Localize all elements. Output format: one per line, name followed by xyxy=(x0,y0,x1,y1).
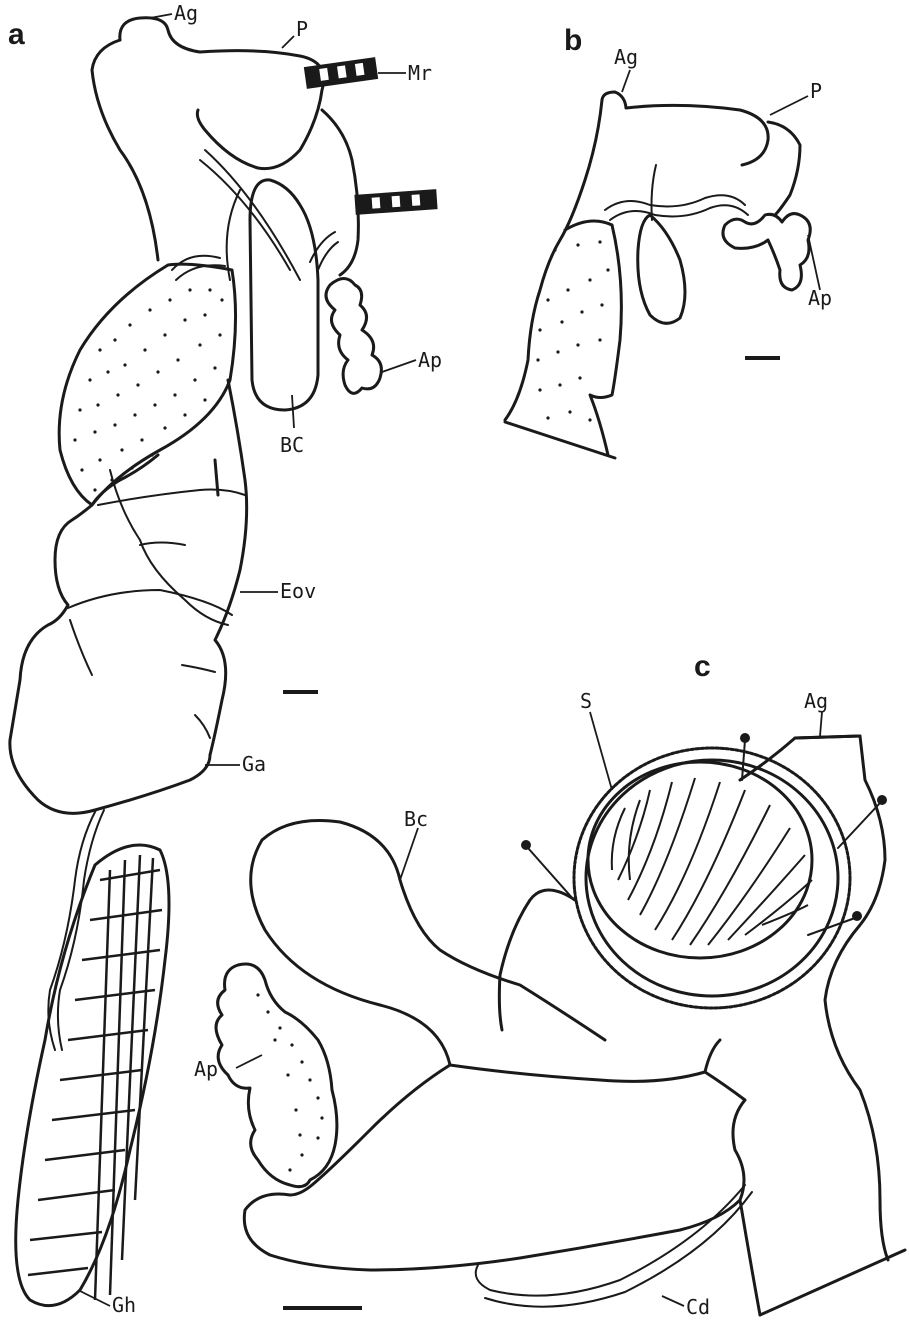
panel-letter-c: c xyxy=(694,650,711,683)
panel-a-leader-p xyxy=(282,36,294,48)
panel-c-base xyxy=(760,1250,905,1315)
panel-b-leader-ag xyxy=(622,70,630,92)
panel-c-leader-ag xyxy=(820,712,822,736)
panel-a-lobe-divider-2 xyxy=(68,590,232,615)
panel-c-leader-s xyxy=(590,712,612,790)
panel-a-label-gh: Gh xyxy=(112,1293,136,1317)
panel-c: c xyxy=(194,650,905,1319)
panel-letter-a: a xyxy=(8,18,25,51)
panel-c-leader-cd xyxy=(662,1296,684,1306)
panel-a-label-ag: Ag xyxy=(174,1,198,25)
panel-a-lobe-divider-5 xyxy=(70,620,92,675)
panel-b-base xyxy=(505,422,615,458)
panel-a-label-ap: Ap xyxy=(418,348,442,372)
panel-c-spermatheca-striations xyxy=(612,778,812,945)
panel-c-base-left xyxy=(740,1200,760,1315)
panel-b-duct-3 xyxy=(652,165,657,220)
panel-b-label-ap: Ap xyxy=(808,286,832,310)
panel-a-oviduct-lobes xyxy=(10,455,210,813)
panel-b-bursa-copulatrix xyxy=(638,215,685,323)
panel-a-label-ga: Ga xyxy=(242,752,266,776)
panel-c-leader-ap xyxy=(236,1055,262,1068)
panel-a-hermaphrodite-gland-cells xyxy=(28,855,162,1300)
panel-b-appendix xyxy=(723,214,810,290)
panel-c-label-cd: Cd xyxy=(686,1295,710,1319)
panel-b-label-ag: Ag xyxy=(614,45,638,69)
panel-a-muscle-retractor-bottom xyxy=(354,189,437,215)
panel-a-lobe-divider-4 xyxy=(140,543,185,546)
panel-c-upper-wall xyxy=(450,1065,705,1081)
panel-b-leader-p xyxy=(770,96,808,115)
panel-c-appendix xyxy=(216,964,337,1187)
panel-a-label-mr: Mr xyxy=(408,61,432,85)
panel-c-carrefour-duct-1 xyxy=(476,1185,745,1296)
panel-letter-b: b xyxy=(564,24,582,57)
panel-a-left-outline xyxy=(92,40,158,260)
panel-b-leader-ap xyxy=(808,235,820,290)
panel-c-label-ag: Ag xyxy=(804,689,828,713)
panel-a-duct-7 xyxy=(318,242,338,270)
panel-c-left-wall xyxy=(499,890,575,1030)
panel-b-duct-1 xyxy=(605,195,745,210)
panel-c-label-ap: Ap xyxy=(194,1057,218,1081)
panel-c-carrefour-duct-2 xyxy=(485,1192,752,1307)
panel-a: a xyxy=(8,1,442,1317)
panel-a-leader-ag xyxy=(150,14,172,18)
panel-a-oviduct-right xyxy=(210,380,247,755)
panel-b-albumen-stippled xyxy=(565,221,621,455)
panel-c-leader-bc xyxy=(400,828,418,880)
panel-a-lobe-divider-6 xyxy=(182,665,215,672)
panel-b-left-outline xyxy=(505,100,602,420)
panel-a-right-outline xyxy=(322,110,358,275)
panel-a-label-p: P xyxy=(296,17,308,41)
panel-b-body-outline xyxy=(602,92,768,165)
panel-a-body-outline xyxy=(120,18,324,169)
panel-c-label-s: S xyxy=(580,689,592,713)
panel-a-albumen-stippled xyxy=(59,264,235,505)
panel-a-duct-1 xyxy=(200,160,290,270)
panel-c-spermatheca-outer xyxy=(586,760,838,996)
panel-a-label-bc: BC xyxy=(280,433,304,457)
panel-c-ag-cap xyxy=(795,736,860,738)
panel-a-leader-bc xyxy=(292,395,294,428)
panel-b-right-outline xyxy=(768,122,800,215)
panel-c-appendix-stipple xyxy=(256,993,323,1171)
panel-a-label-eov: Eov xyxy=(280,579,316,603)
panel-b: b Ag P Ap xyxy=(505,24,832,458)
panel-a-duct-3 xyxy=(227,190,240,280)
panel-c-label-bc: Bc xyxy=(404,807,428,831)
panel-a-lobe-divider-7 xyxy=(195,715,210,738)
panel-a-appendix xyxy=(326,279,381,394)
panel-c-main-body xyxy=(244,1040,745,1270)
panel-b-duct-2 xyxy=(610,205,748,220)
panel-b-label-p: P xyxy=(810,79,822,103)
panel-a-leader-gh xyxy=(78,1290,110,1306)
panel-c-bursa-copulatrix xyxy=(251,820,605,1065)
panel-a-leader-ap xyxy=(382,360,416,372)
